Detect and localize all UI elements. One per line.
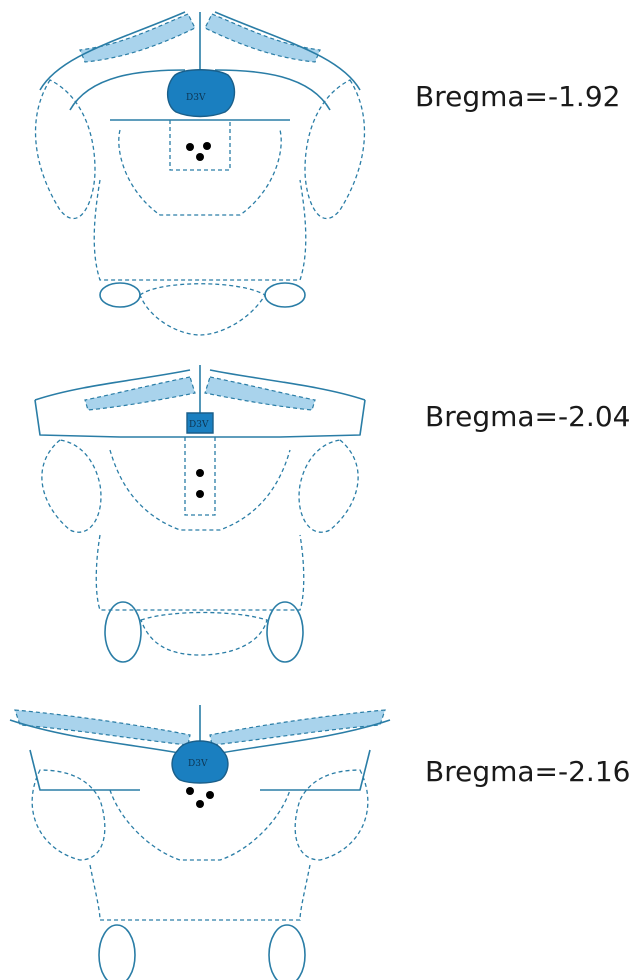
injection-dot [196,800,204,808]
band-right [205,377,315,410]
band-left [85,377,195,410]
lobe-left [36,80,95,219]
lobe-left [32,770,105,860]
injection-dot [206,791,214,799]
band-left [80,14,195,62]
central-body [90,865,310,920]
lobe-right [305,80,364,219]
injection-dot [203,142,211,150]
injection-dot [196,490,204,498]
brain-section-diagram: D3V [0,0,400,350]
band-right [210,710,385,745]
bottom-oval-right [265,283,305,307]
inner-region [119,130,281,215]
d3v-label: D3V [186,93,206,103]
midline-nucleus [170,120,230,170]
bottom-oval-left [100,283,140,307]
central-body [94,180,306,280]
injection-dot [196,469,204,477]
bottom-oval-left [105,602,141,662]
brain-section-diagram: D3V [0,700,400,980]
lobe-right [295,770,368,860]
bottom-oval-right [269,925,305,980]
bregma-label: Bregma=-2.16 [425,755,630,788]
injection-dot [196,153,204,161]
injection-dot [186,787,194,795]
brain-section-diagram: D3V [0,355,400,685]
band-right [205,14,320,62]
band-left [15,710,190,745]
bottom-region [141,613,267,656]
central-body [96,535,304,610]
atlas-panel-3: D3V Bregma=-2.16 [0,700,642,980]
bottom-oval-left [99,925,135,980]
bottom-region [140,284,265,335]
lobe-right [299,440,358,532]
injection-dot [186,143,194,151]
d3v-label: D3V [189,420,209,430]
bottom-oval-right [267,602,303,662]
d3v-label: D3V [188,759,208,769]
bregma-label: Bregma=-1.92 [415,80,620,113]
bregma-label: Bregma=-2.04 [425,400,630,433]
atlas-panel-1: D3V Bregma=-1.92 [0,0,642,350]
atlas-panel-2: D3V Bregma=-2.04 [0,355,642,685]
lobe-left [42,440,101,532]
